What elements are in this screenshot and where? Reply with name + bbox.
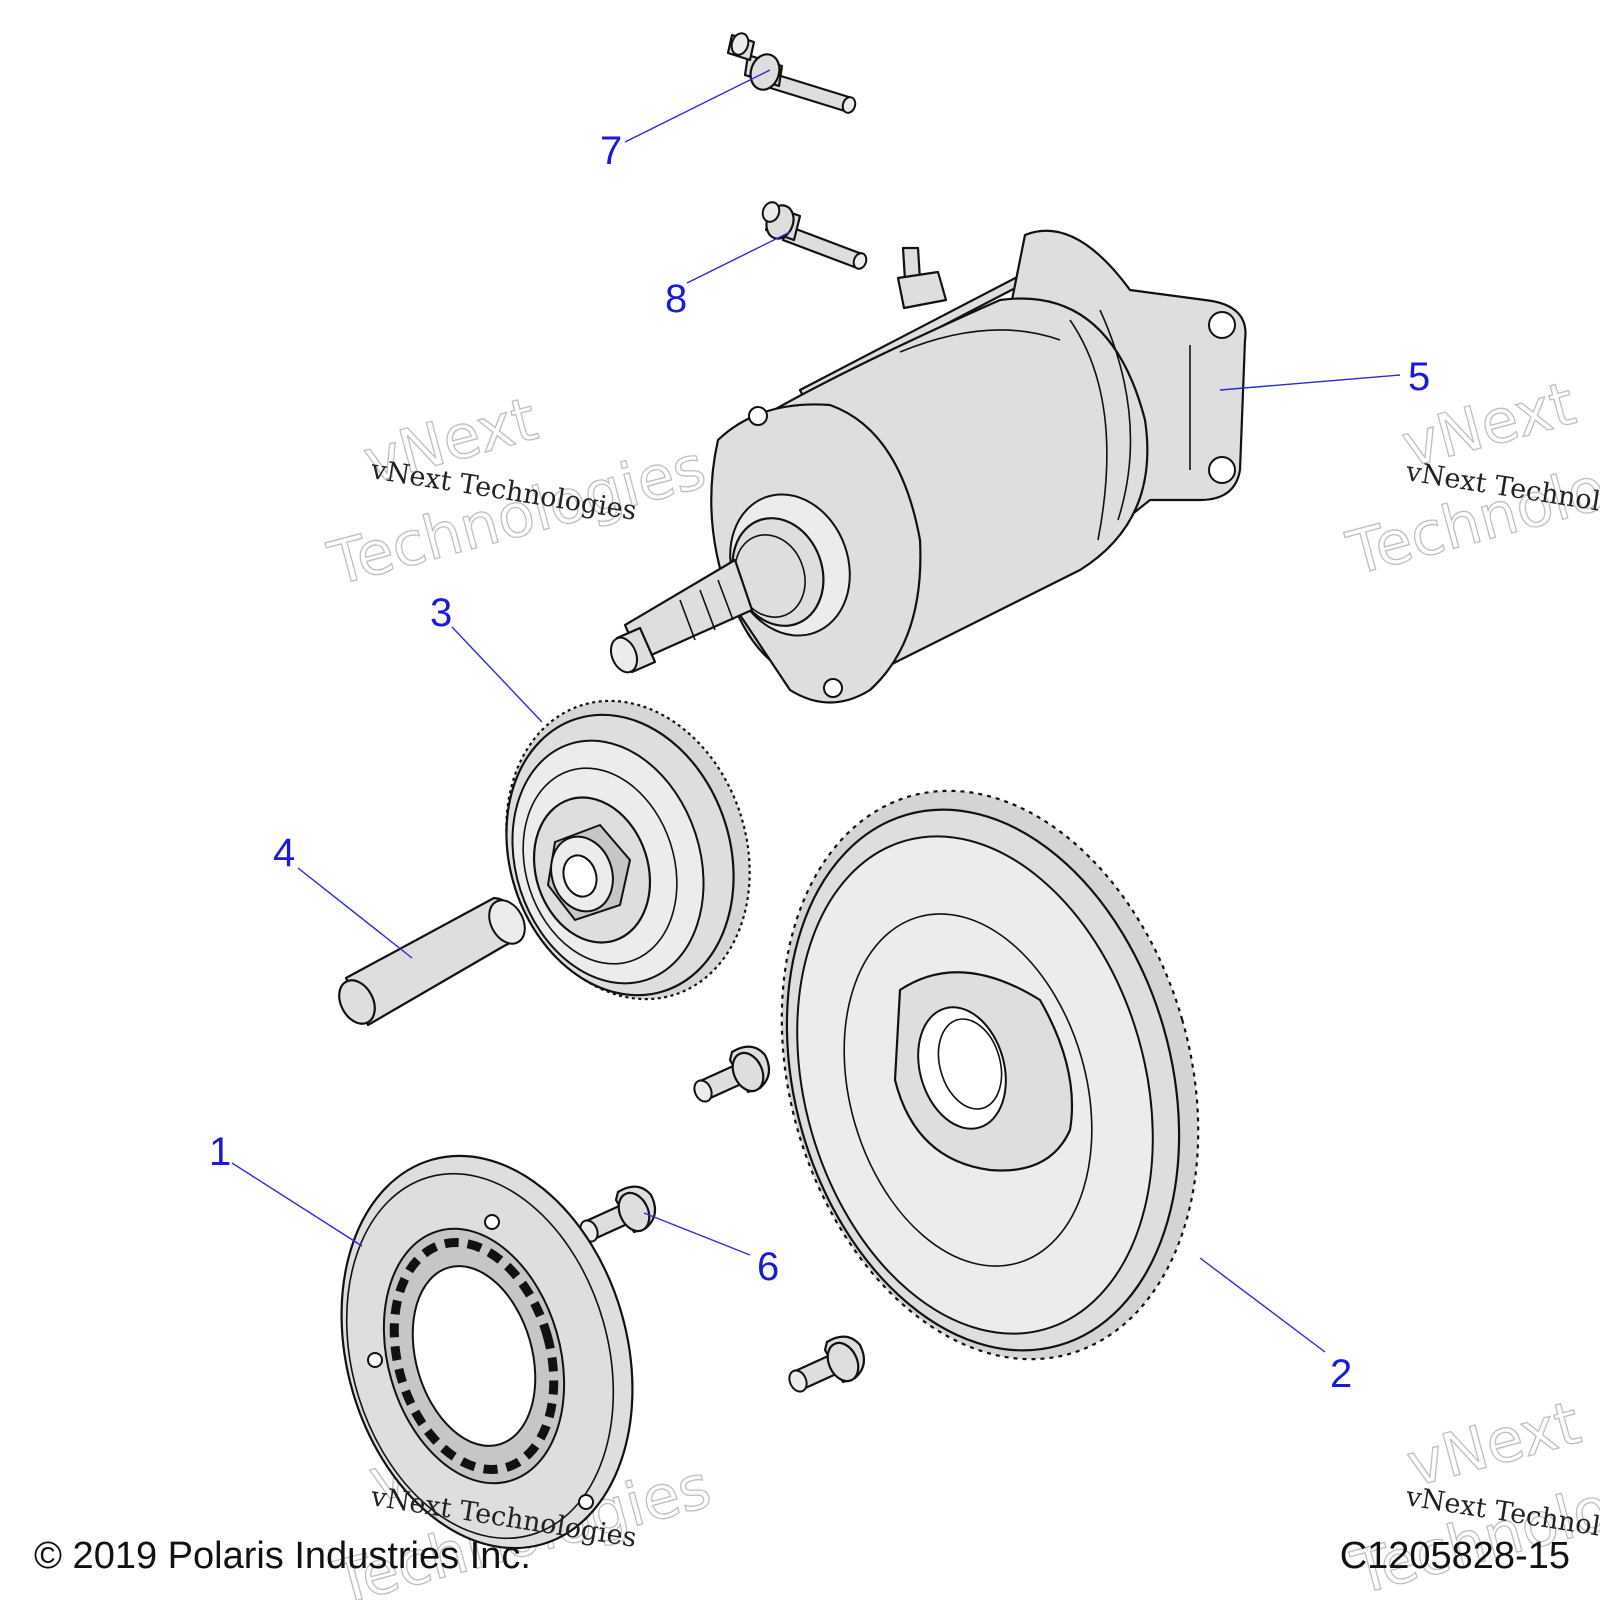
leader-7 [624, 69, 771, 143]
leader-2 [1199, 1257, 1326, 1353]
part-2-driven-gear [780, 789, 1200, 1361]
part-6-screw-lower [788, 1335, 866, 1393]
callout-1: 1 [209, 1130, 231, 1174]
leader-8 [686, 231, 791, 284]
callout-3: 3 [430, 591, 452, 635]
leader-6 [643, 1212, 751, 1256]
callout-7: 7 [600, 129, 622, 173]
callout-6: 6 [757, 1245, 779, 1289]
part-1-starter-clutch [340, 1154, 634, 1550]
callout-4: 4 [273, 831, 295, 875]
leader-5 [1219, 374, 1401, 391]
drawing-number: C1205828-15 [1339, 1535, 1570, 1577]
watermark-top-right: vNext Technologies [1339, 368, 1600, 590]
part-5-starter-motor [609, 229, 1247, 704]
leader-4 [297, 867, 413, 959]
watermark-top-left: vNext Technologies [321, 384, 714, 601]
part-3-idler-gear [505, 699, 751, 1001]
part-6-screw-upper [693, 1045, 771, 1103]
part-8-bolt [761, 201, 868, 270]
callout-8: 8 [665, 277, 687, 321]
leader-1 [231, 1162, 363, 1247]
leader-3 [451, 626, 543, 723]
part-7-bolt [726, 32, 857, 114]
callout-2: 2 [1330, 1352, 1352, 1396]
callout-5: 5 [1408, 355, 1430, 399]
part-6-screw-middle [579, 1185, 657, 1243]
copyright-notice: © 2019 Polaris Industries Inc. [34, 1535, 531, 1577]
part-4-shaft [338, 896, 526, 1027]
